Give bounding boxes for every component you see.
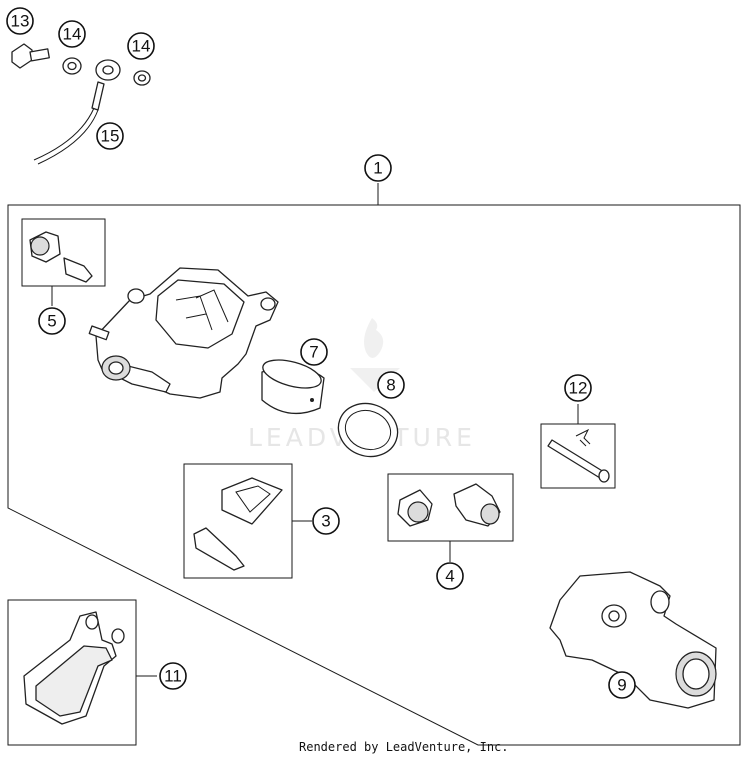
callout-13-label: 13 [11,12,30,31]
callout-9-label: 9 [617,676,626,695]
callout-4-label: 4 [445,567,454,586]
callout-5-label: 5 [47,312,56,331]
callout-11-label: 11 [164,667,182,686]
callout-9: 9 [608,671,636,699]
callout-1-label: 1 [373,159,382,178]
callout-15: 15 [96,122,124,150]
callout-14-b-label: 14 [132,37,151,56]
callout-4: 4 [436,562,464,590]
seal-ring [337,402,399,458]
callout-1: 1 [364,154,392,182]
brake-hose-group [11,43,151,165]
callout-13: 13 [6,7,34,35]
callout-8-label: 8 [386,376,395,395]
callout-14-a-label: 14 [63,25,82,44]
footer-credit: Rendered by LeadVenture, Inc. [299,740,509,754]
caliper-body [88,267,279,399]
brake-pad-box [7,599,157,746]
callout-15-label: 15 [101,127,120,146]
callout-8: 8 [377,371,405,399]
boot-box [387,473,514,562]
assembly-frame [7,183,741,746]
spring-box [183,463,312,579]
callout-14-a: 14 [58,20,86,48]
bleeder-box [21,218,106,306]
callout-5: 5 [38,307,66,335]
callout-7-label: 7 [309,343,318,362]
piston [261,359,325,414]
callout-12-label: 12 [569,379,588,398]
callout-3: 3 [312,507,340,535]
callout-11: 11 [159,662,187,690]
callout-3-label: 3 [321,512,330,531]
callout-14-b: 14 [127,32,155,60]
pin-box [540,404,616,489]
callout-7: 7 [300,338,328,366]
callout-12: 12 [564,374,592,402]
caliper-carrier [549,571,717,709]
